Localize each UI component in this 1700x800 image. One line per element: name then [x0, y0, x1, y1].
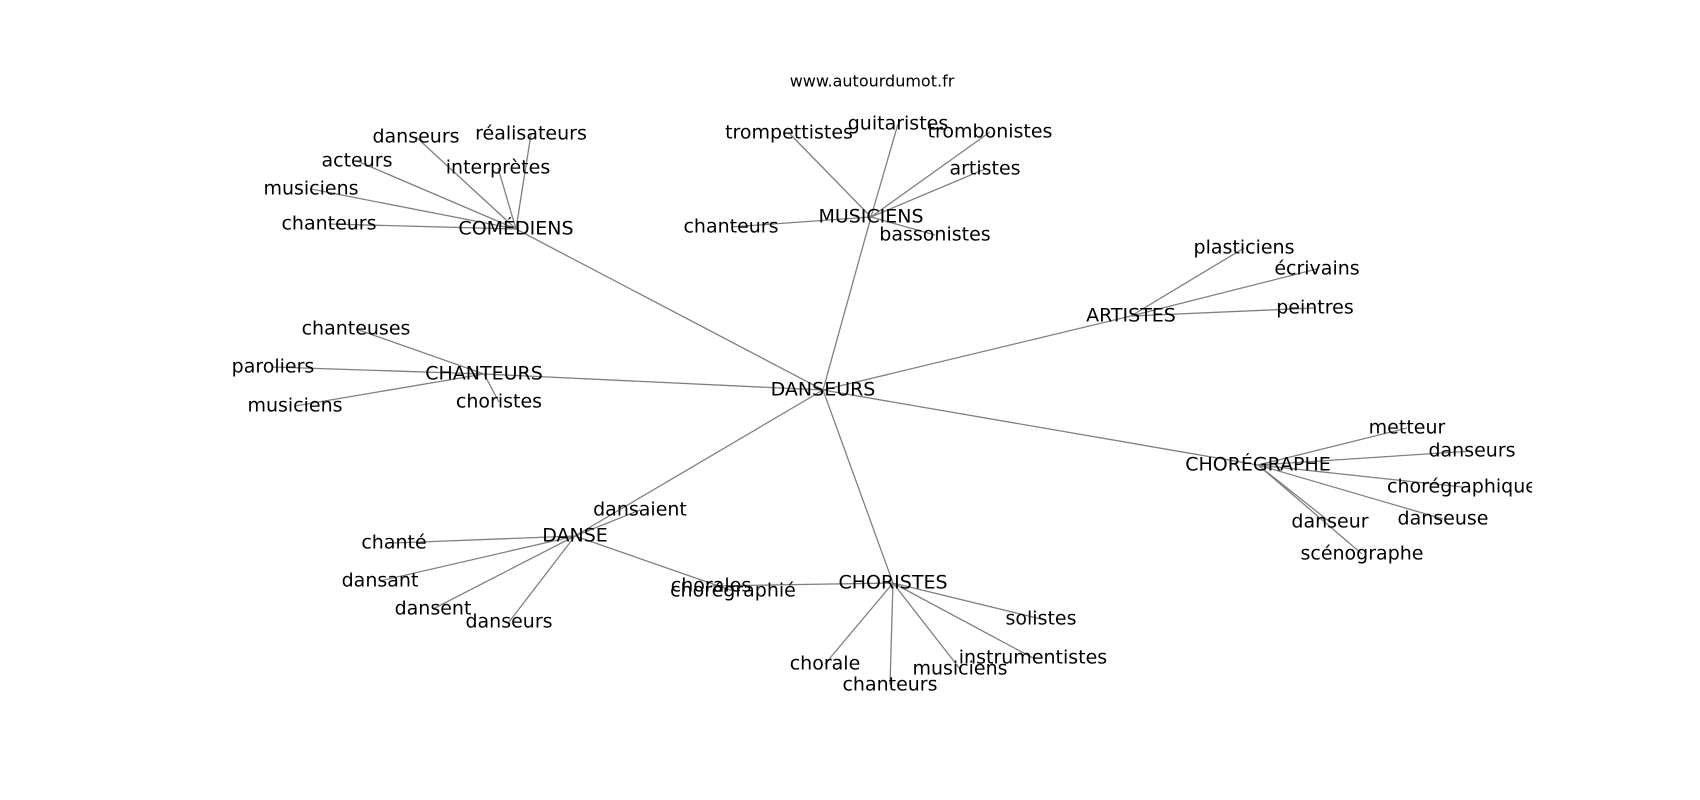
node-leaf-chs-solistes: solistes: [1005, 608, 1076, 630]
node-leaf-chs-chanteurs: chanteurs: [842, 674, 937, 696]
node-leaf-mus-bassonistes: bassonistes: [879, 224, 990, 246]
edge-choristes-chs_chorale: [824, 582, 894, 665]
source-label: www.autourdumot.fr: [790, 72, 955, 91]
node-leaf-com-chanteurs: chanteurs: [281, 213, 376, 235]
edge-danse-dan_dansaient: [574, 509, 641, 537]
edge-choristes-chs_chorales: [710, 582, 894, 587]
node-leaf-mus-trompettistes: trompettistes: [725, 122, 853, 144]
edge-musiciens-mus_chanteurs: [730, 216, 872, 228]
edge-comediens-com_acteurs: [356, 160, 517, 230]
node-leaf-mus-chanteurs: chanteurs: [683, 216, 778, 238]
node-leaf-cho-metteur: metteur: [1369, 417, 1446, 439]
node-leaf-com-acteurs: acteurs: [322, 150, 393, 172]
edge-center-choristes: [822, 389, 894, 584]
edge-choregraphe-cho_danseuse: [1257, 464, 1444, 520]
node-leaf-dan-dansant: dansant: [342, 570, 419, 592]
node-leaf-cha-musiciens: musiciens: [247, 395, 342, 417]
node-leaf-chs-chorales: chorales: [671, 575, 751, 597]
edge-choregraphe-cho_danseurs: [1257, 450, 1473, 466]
edge-center-comediens: [515, 228, 824, 391]
node-leaf-mus-trombonistes: trombonistes: [928, 121, 1053, 143]
edge-chanteurs-cha_paroliers: [272, 366, 485, 375]
node-leaf-dan-chante: chanté: [361, 532, 426, 554]
edge-choregraphe-cho_metteur: [1257, 427, 1408, 466]
node-leaf-cho-danseurs: danseurs: [1428, 440, 1515, 462]
edge-center-musiciens: [822, 216, 872, 391]
node-hub-chanteurs: CHANTEURS: [425, 363, 543, 385]
edge-comediens-com_musiciens: [310, 188, 517, 230]
edge-danse-dan_dansent: [432, 535, 576, 610]
node-leaf-chs-instrumentistes: instrumentistes: [959, 647, 1107, 669]
node-leaf-cho-danseur: danseur: [1291, 511, 1368, 533]
node-leaf-cha-chanteuses: chanteuses: [302, 318, 411, 340]
node-leaf-cho-scenographe: scénographe: [1300, 543, 1423, 565]
edge-artistes-art_plasticiens: [1130, 247, 1245, 317]
node-leaf-mus-guitaristes: guitaristes: [848, 113, 949, 135]
node-leaf-dan-danseurs: danseurs: [465, 611, 552, 633]
graph-nodes: DANSEURS COMÉDIENS MUSICIENS ARTISTES CHANTE…: [232, 113, 1537, 696]
edge-artistes-art_ecrivains: [1130, 268, 1318, 317]
edge-danse-dan_chante: [393, 535, 576, 544]
node-hub-musiciens: MUSICIENS: [818, 206, 923, 228]
edge-center-danse: [574, 389, 824, 537]
edge-musiciens-mus_bassonistes: [870, 216, 936, 236]
edge-danse-dan_dansant: [379, 535, 576, 582]
edge-choristes-chs_chanteurs: [889, 582, 894, 686]
edge-chanteurs-cha_musiciens: [294, 373, 485, 407]
edge-comediens-com_chanteurs: [328, 223, 517, 230]
edge-comediens-com_realisateurs: [515, 133, 532, 230]
node-hub-comediens: COMÉDIENS: [458, 217, 573, 240]
edge-center-choregraphe: [822, 389, 1259, 466]
edge-choristes-chs_solistes: [892, 582, 1042, 620]
node-leaf-com-danseurs: danseurs: [372, 126, 459, 148]
node-hub-choristes: CHORISTES: [838, 572, 947, 594]
node-leaf-cho-danseuse: danseuse: [1398, 508, 1489, 530]
edge-choregraphe-cho_choregraphique: [1257, 464, 1463, 488]
node-leaf-chs-chorale: chorale: [790, 653, 861, 675]
node-hub-choregraphe: CHORÉGRAPHE: [1185, 453, 1331, 476]
node-leaf-cho-choregraphique: chorégraphique: [1387, 476, 1537, 498]
node-leaf-art-peintres: peintres: [1276, 297, 1354, 319]
node-leaf-dan-choregraphie: chorégraphié: [670, 580, 796, 602]
edge-artistes-art_peintres: [1130, 307, 1316, 317]
edge-musiciens-mus_trombonistes: [870, 131, 991, 218]
edge-danse-dan_danseurs: [508, 535, 576, 623]
node-hub-danse: DANSE: [542, 525, 608, 547]
edge-center-artistes: [822, 315, 1132, 391]
edge-musiciens-mus_trompettistes: [788, 132, 872, 218]
node-hub-artistes: ARTISTES: [1086, 305, 1176, 327]
edge-choristes-chs_musiciens: [892, 582, 961, 670]
edge-choristes-chs_instrumentistes: [892, 582, 1034, 659]
node-leaf-cha-paroliers: paroliers: [232, 356, 315, 378]
edge-comediens-com_danseurs: [415, 136, 517, 230]
node-leaf-chs-musiciens: musiciens: [912, 658, 1007, 680]
edge-center-chanteurs: [483, 373, 824, 391]
edge-musiciens-mus_guitaristes: [870, 123, 899, 218]
edge-choregraphe-cho_scenographe: [1257, 464, 1363, 555]
node-leaf-com-realisateurs: réalisateurs: [475, 123, 587, 145]
node-center-danseurs: DANSEURS: [771, 379, 876, 401]
node-leaf-com-musiciens: musiciens: [263, 178, 358, 200]
node-leaf-art-plasticiens: plasticiens: [1194, 237, 1295, 259]
node-leaf-mus-artistes: artistes: [949, 158, 1020, 180]
edge-danse-dan_choregraphie: [574, 535, 734, 592]
edge-chanteurs-cha_choristes: [483, 373, 500, 403]
node-leaf-art-ecrivains: écrivains: [1274, 258, 1359, 280]
node-leaf-dan-dansent: dansent: [395, 598, 472, 620]
node-leaf-cha-choristes: choristes: [456, 391, 542, 413]
edge-musiciens-mus_artistes: [870, 168, 986, 218]
node-leaf-dan-dansaient: dansaient: [593, 499, 687, 521]
graph-edges: [272, 123, 1473, 686]
node-leaf-com-interpretes: interprètes: [446, 157, 550, 179]
edge-chanteurs-cha_chanteuses: [355, 328, 485, 375]
edge-comediens-com_interpretes: [497, 167, 517, 230]
